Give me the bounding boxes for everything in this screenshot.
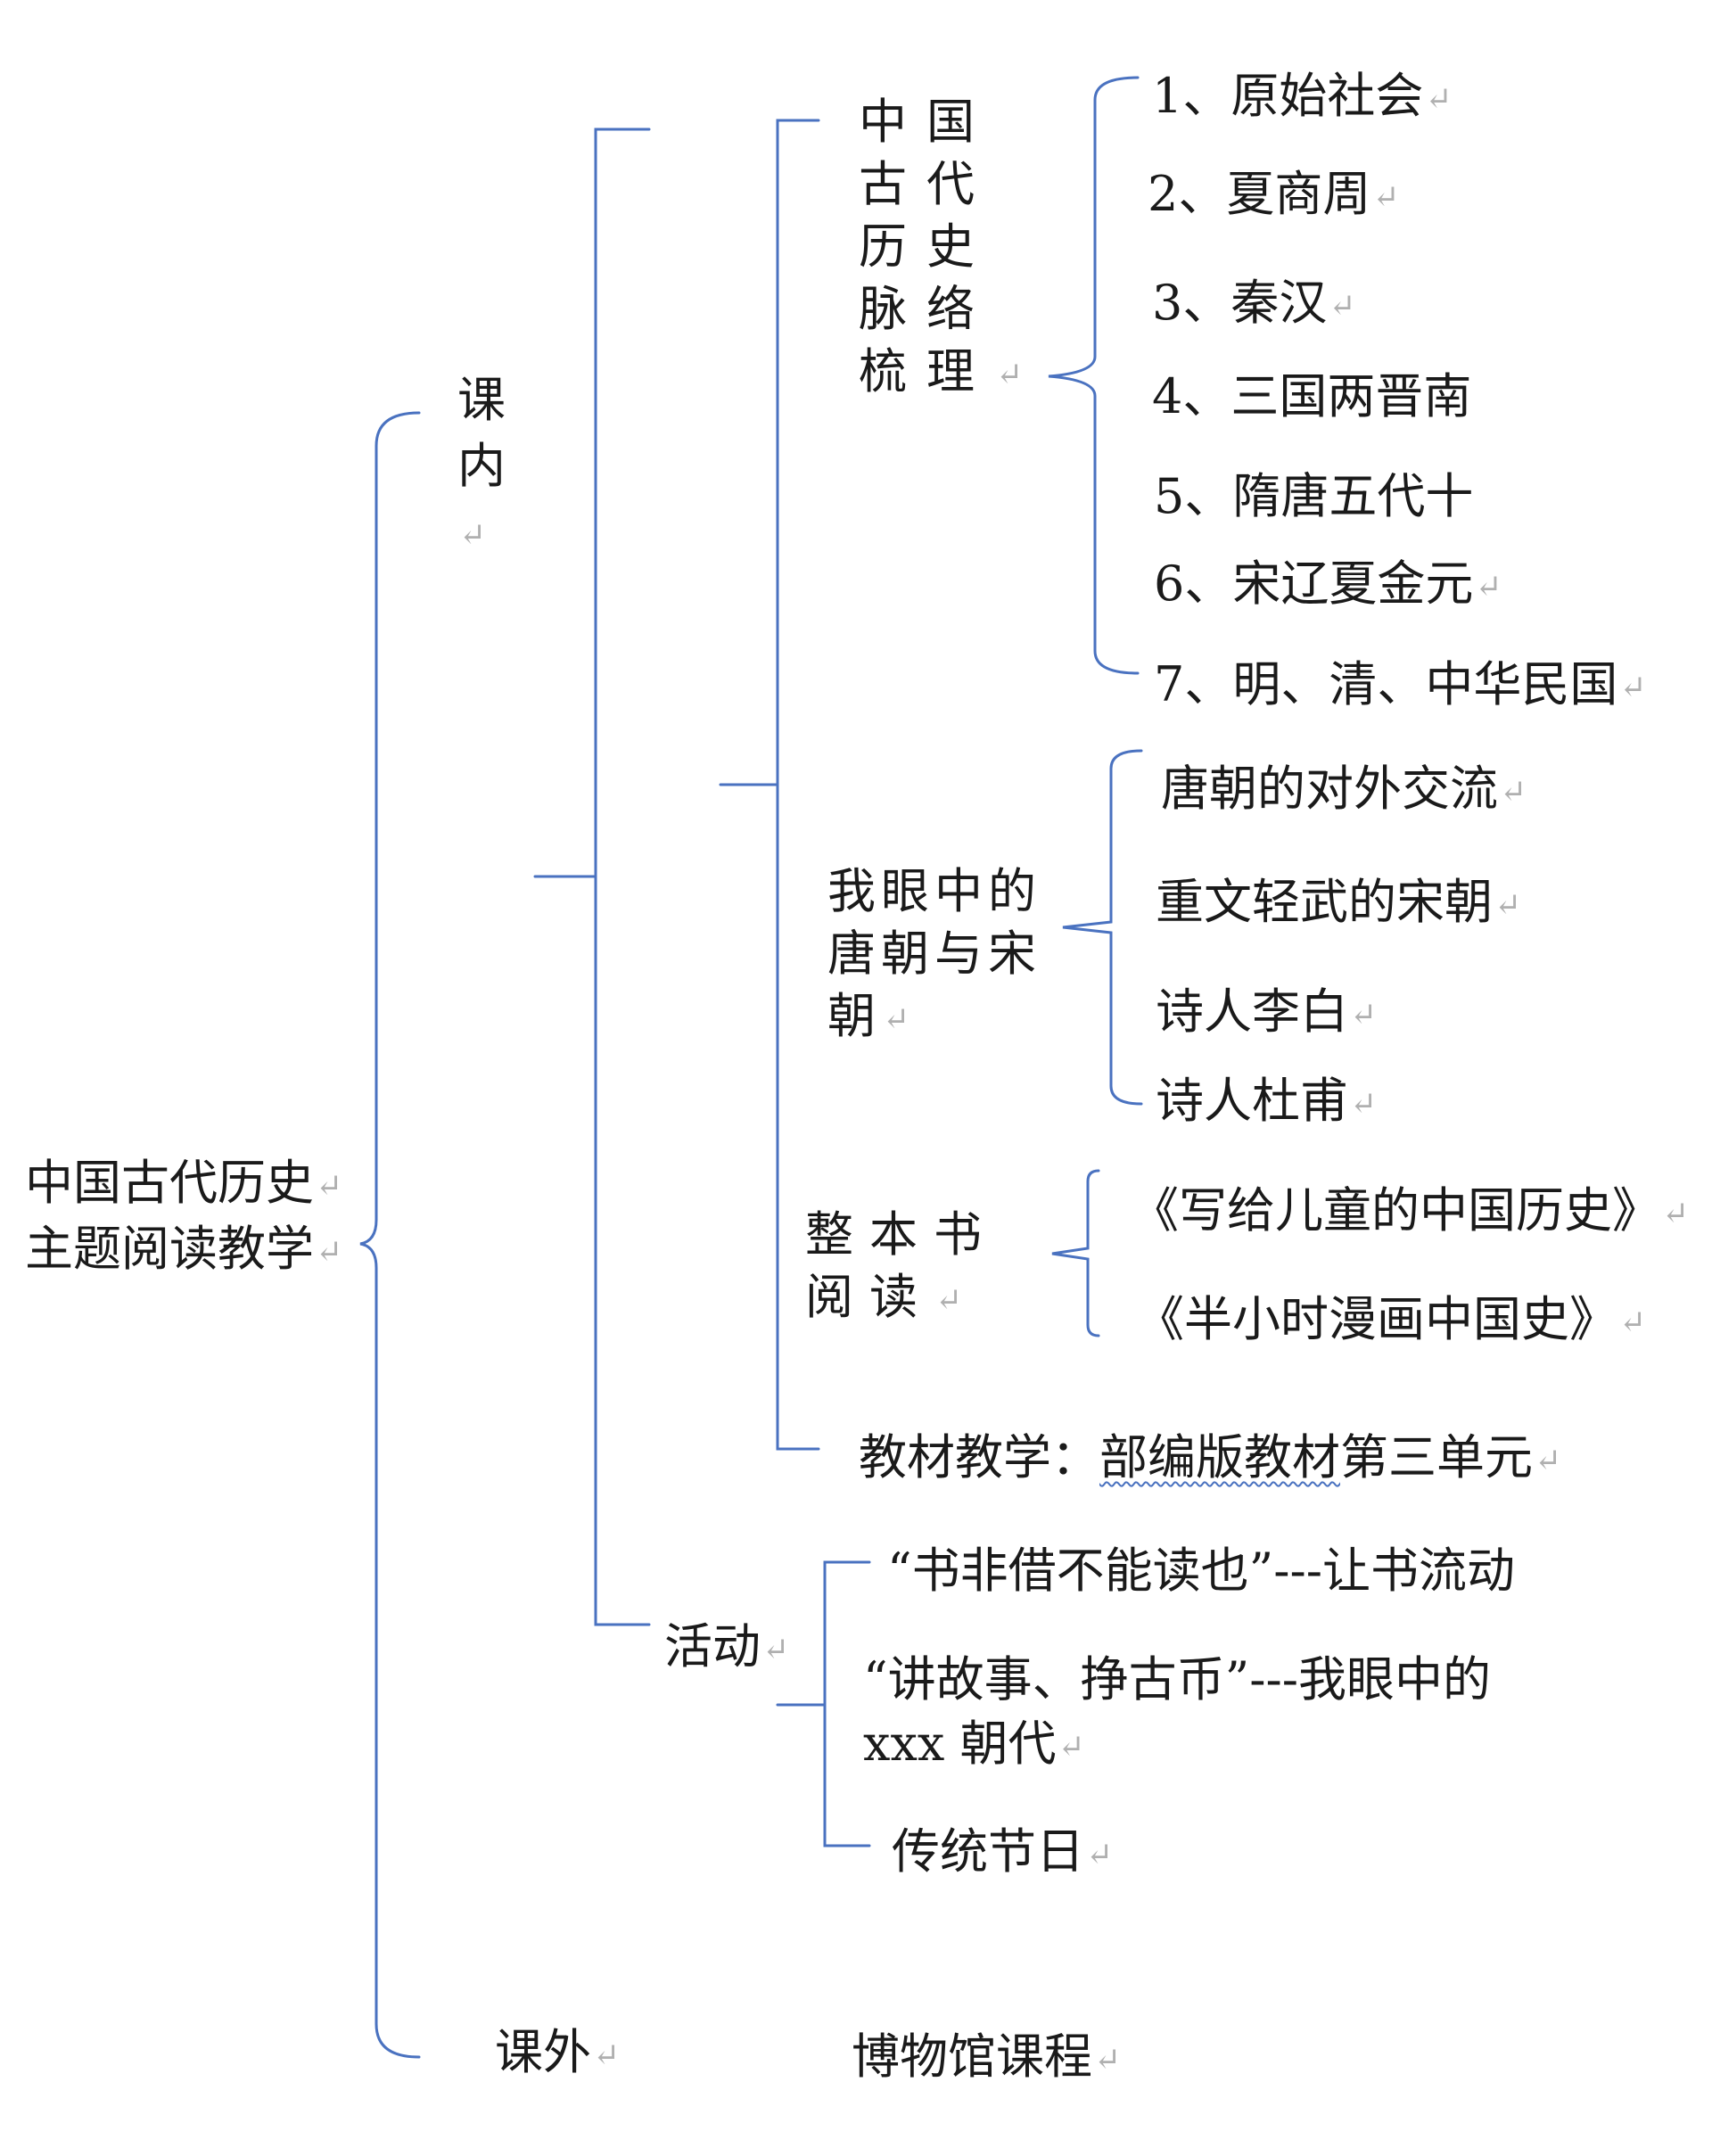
- history-item: 6、宋辽夏金元: [1154, 553, 1502, 619]
- books-bracket: [1051, 1169, 1100, 1337]
- out-class-item: 博物馆课程: [852, 2026, 1121, 2092]
- root-title: 中国古代历史 主题阅读教学: [25, 1152, 342, 1284]
- history-item: 3、秦汉: [1152, 272, 1356, 338]
- in-class-label: 课内: [457, 367, 511, 569]
- in-class-sub-bracket: [719, 119, 820, 1451]
- tang-song-item: 重文轻武的宋朝: [1156, 871, 1521, 937]
- history-item: 1、原始社会: [1152, 65, 1453, 131]
- books-branch-label: 整本书阅读: [805, 1204, 1033, 1332]
- history-item: 5、隋唐五代十: [1154, 468, 1474, 524]
- activity-item: 传统节日: [892, 1821, 1113, 1887]
- history-item: 7、明、清、中华民国: [1154, 654, 1647, 720]
- tang-song-item: 诗人杜甫: [1156, 1070, 1377, 1136]
- history-item: 2、夏商周: [1148, 163, 1400, 229]
- in-class-bracket: [533, 128, 651, 1626]
- tang-song-bracket: [1062, 749, 1143, 1106]
- history-branch-label: 中国古代历史脉络梳理: [859, 91, 1050, 407]
- tang-song-item: 唐朝的对外交流: [1161, 758, 1527, 824]
- activities-bracket: [776, 1560, 871, 1847]
- activity-item: “讲故事、挣古币”---我眼中的 xxx 朝代: [863, 1648, 1498, 1780]
- root-bracket: [359, 411, 421, 2059]
- history-bracket: [1048, 76, 1140, 675]
- textbook-suffix: 第三单元: [1340, 1429, 1533, 1485]
- tang-song-branch-label: 我眼中的唐朝与宋朝: [827, 860, 1041, 1051]
- textbook-underlined: 部编版教材: [1099, 1429, 1340, 1485]
- book-item: 《半小时漫画中国史》: [1136, 1288, 1646, 1354]
- activities-label: 活动: [664, 1616, 789, 1682]
- history-item: 4、三国两晋南: [1152, 368, 1472, 424]
- out-class-label: 课外: [495, 2021, 620, 2087]
- root-title-line1: 中国古代历史: [25, 1152, 342, 1218]
- root-title-line2: 主题阅读教学: [25, 1218, 342, 1284]
- textbook-item: 教材教学：部编版教材第三单元: [859, 1427, 1561, 1493]
- tang-song-item: 诗人李白: [1156, 981, 1377, 1047]
- textbook-prefix: 教材教学：: [859, 1429, 1099, 1485]
- activity-item: “书非借不能读也”---让书流动: [887, 1543, 1515, 1599]
- book-item: 《写给儿童的中国历史》: [1131, 1180, 1689, 1246]
